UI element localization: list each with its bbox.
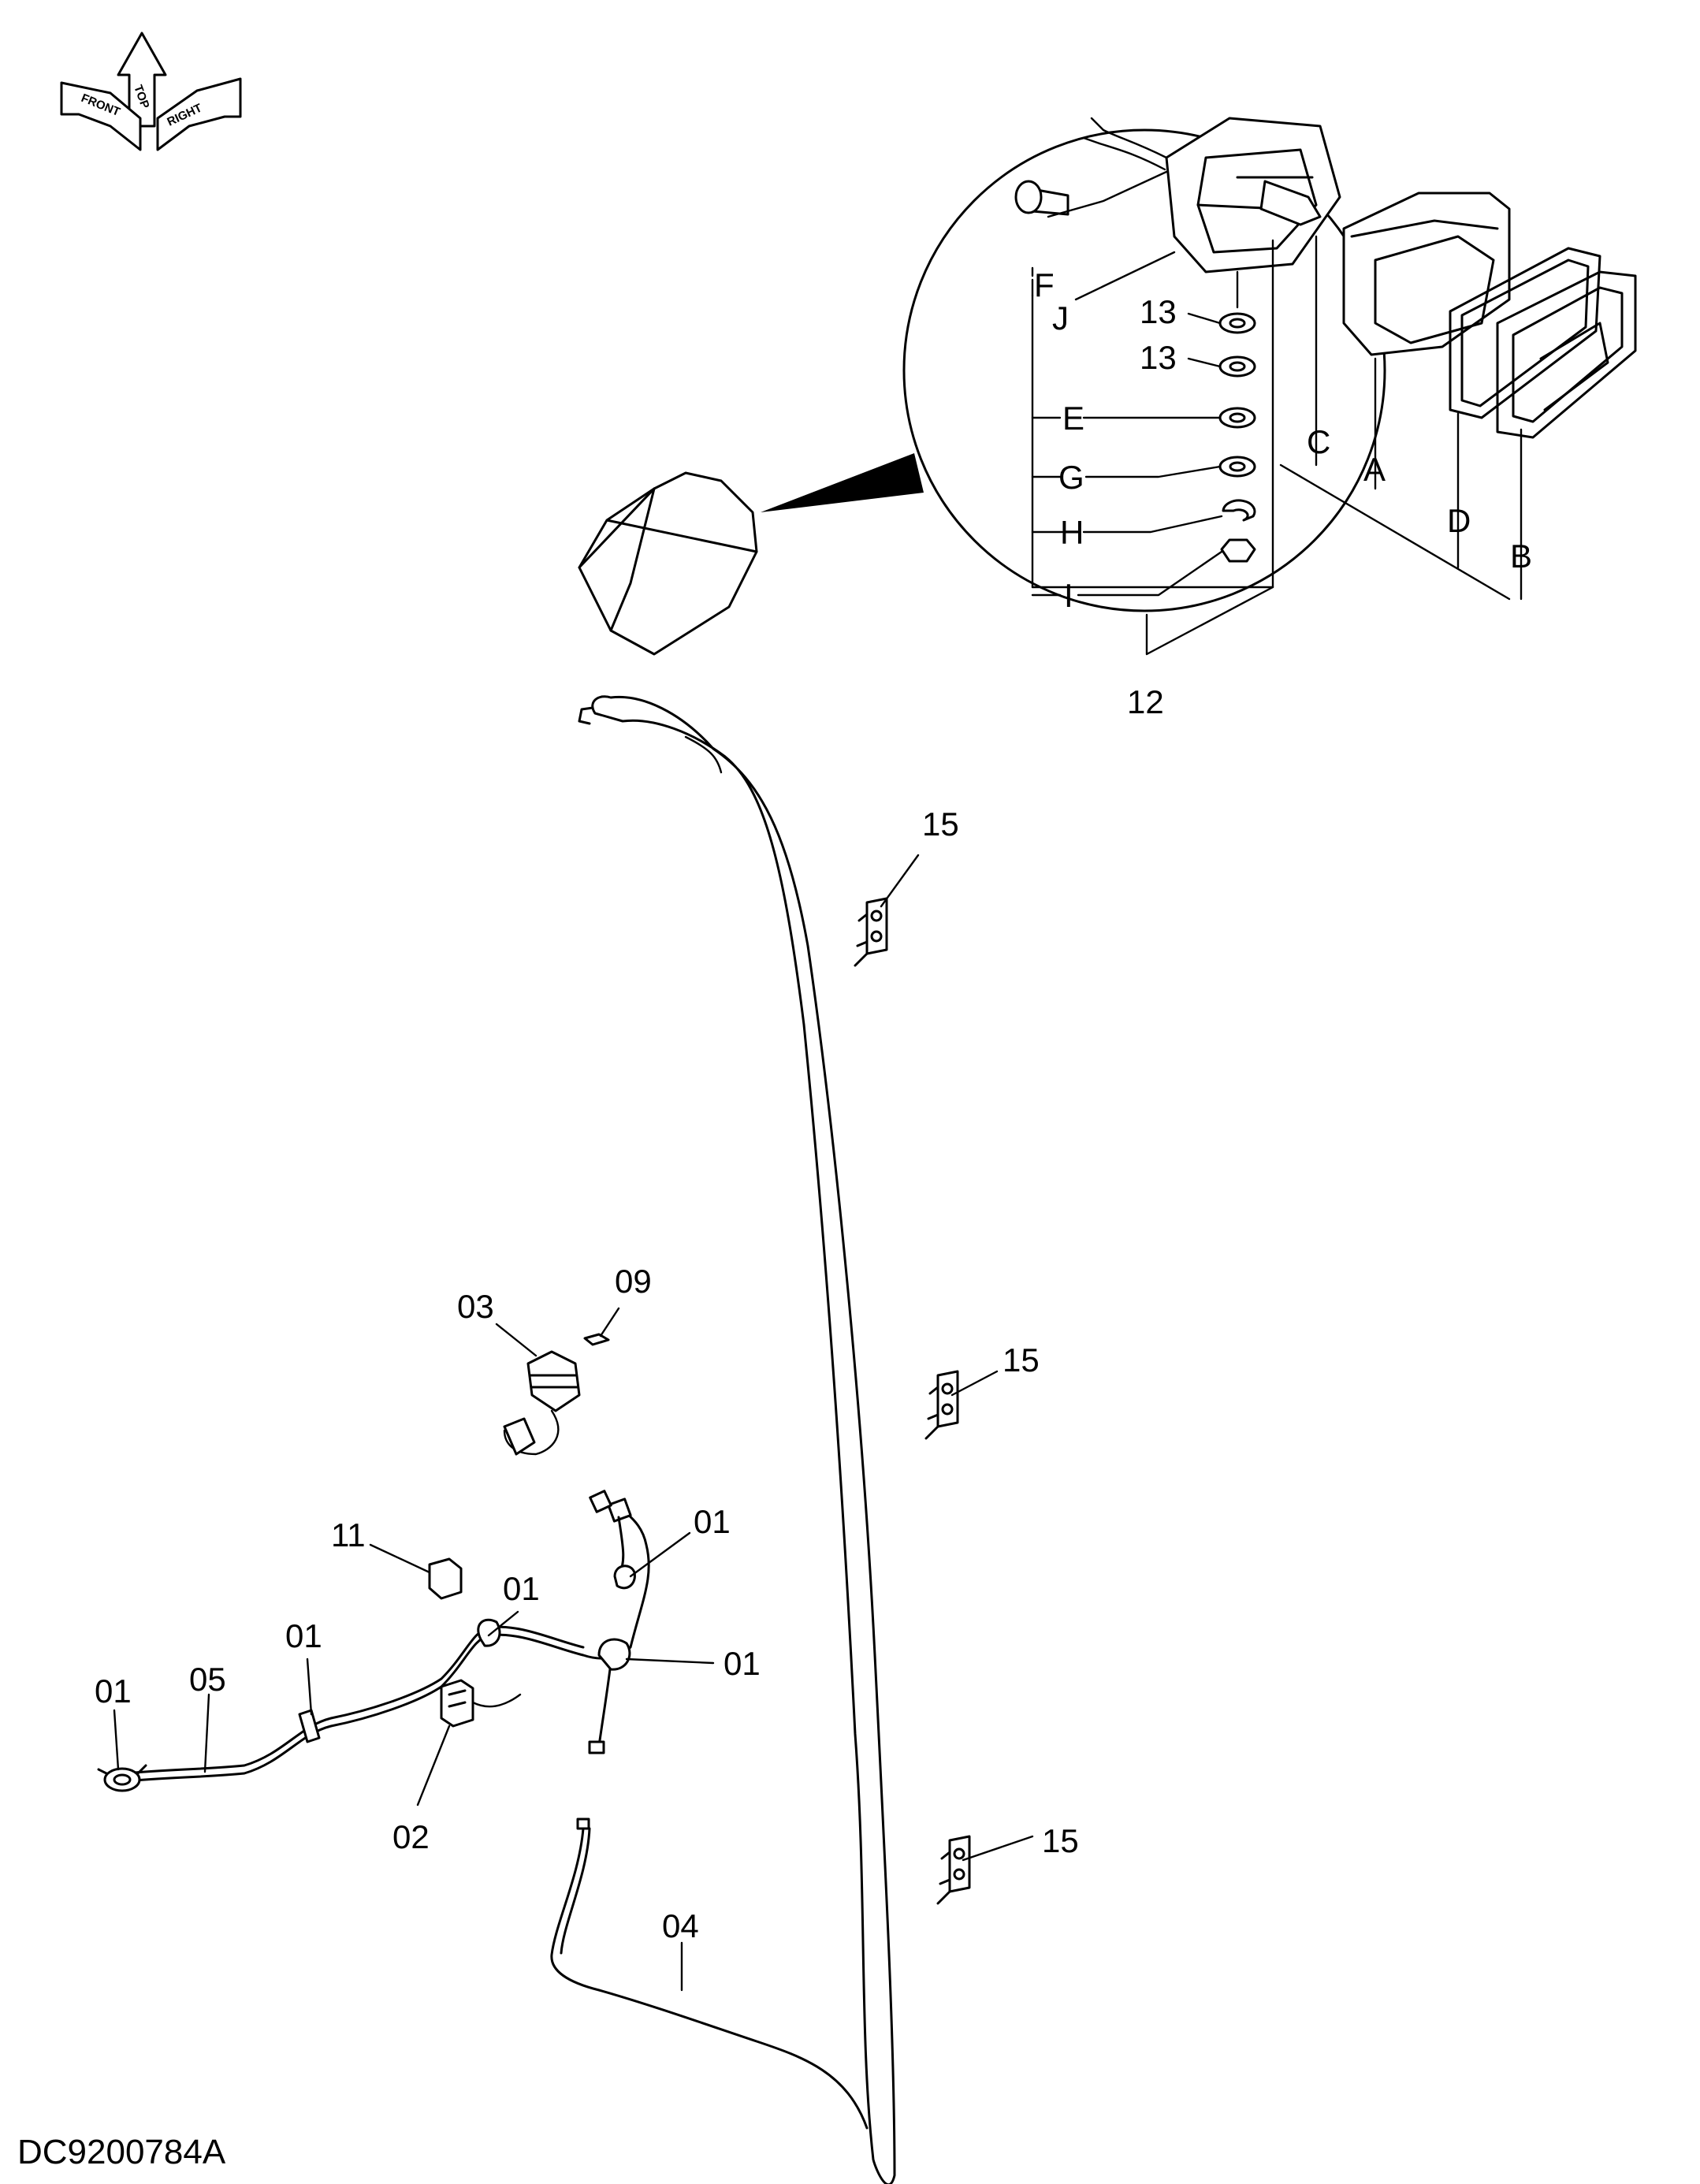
callout-01-center: 01 <box>503 1570 540 1607</box>
callout-15-lower: 15 <box>1042 1822 1079 1859</box>
clip-15-lower <box>936 1835 971 1905</box>
connector-11 <box>428 1557 463 1600</box>
clamp-01-mid <box>298 1709 321 1743</box>
callout-i: I <box>1064 577 1073 614</box>
gasket-d <box>1449 247 1601 419</box>
callout-05: 05 <box>189 1661 226 1698</box>
detail-pointer <box>761 453 924 512</box>
detail-circle <box>902 128 1386 612</box>
clip-15-upper <box>854 897 888 967</box>
clip-15-middle <box>924 1370 959 1440</box>
lamp-housing-detail <box>1014 117 1341 273</box>
callout-d: D <box>1447 502 1471 539</box>
callout-a: A <box>1363 451 1386 488</box>
callout-09: 09 <box>615 1263 652 1300</box>
callout-j: J <box>1052 300 1069 337</box>
detail-leaders <box>1031 170 1523 656</box>
callout-12: 12 <box>1127 683 1164 720</box>
socket-03 <box>503 1350 581 1456</box>
callout-01-left: 01 <box>95 1672 132 1710</box>
sub-harness-05 <box>125 1490 650 1783</box>
callout-01-upper-right: 01 <box>694 1503 731 1540</box>
callout-11: 11 <box>331 1516 366 1553</box>
callout-e: E <box>1062 400 1084 437</box>
callout-b: B <box>1510 538 1532 575</box>
callout-13-upper: 13 <box>1140 293 1177 330</box>
callout-15-upper: 15 <box>922 806 959 843</box>
callout-h: H <box>1060 514 1084 551</box>
clamp-01-center <box>477 1618 501 1647</box>
callout-g: G <box>1058 459 1084 496</box>
relay-02 <box>440 1679 522 1728</box>
callout-13-lower: 13 <box>1140 339 1177 376</box>
tag-09 <box>583 1333 610 1346</box>
callout-03: 03 <box>457 1288 494 1325</box>
callout-02: 02 <box>392 1818 430 1855</box>
lens-detail <box>1342 192 1511 356</box>
callout-c: C <box>1307 423 1330 460</box>
harness-04 <box>550 1818 869 2130</box>
callout-leaders <box>113 854 1034 1992</box>
callout-15-middle: 15 <box>1003 1341 1040 1378</box>
washer-stack <box>1218 312 1256 563</box>
clamp-01-left <box>97 1764 147 1792</box>
callout-04: 04 <box>662 1907 699 1944</box>
drawing-code: DC9200784A <box>17 2133 226 2171</box>
callout-01-right: 01 <box>724 1645 761 1682</box>
callout-01-mid: 01 <box>285 1617 322 1654</box>
work-lamp <box>578 471 758 656</box>
orientation-arrows-icon: TOP FRONT RIGHT <box>60 32 242 151</box>
clamp-01-right <box>597 1565 636 1671</box>
retainer-b <box>1496 270 1637 439</box>
callout-f: F <box>1034 266 1055 303</box>
harness-main-cable <box>578 695 896 2184</box>
